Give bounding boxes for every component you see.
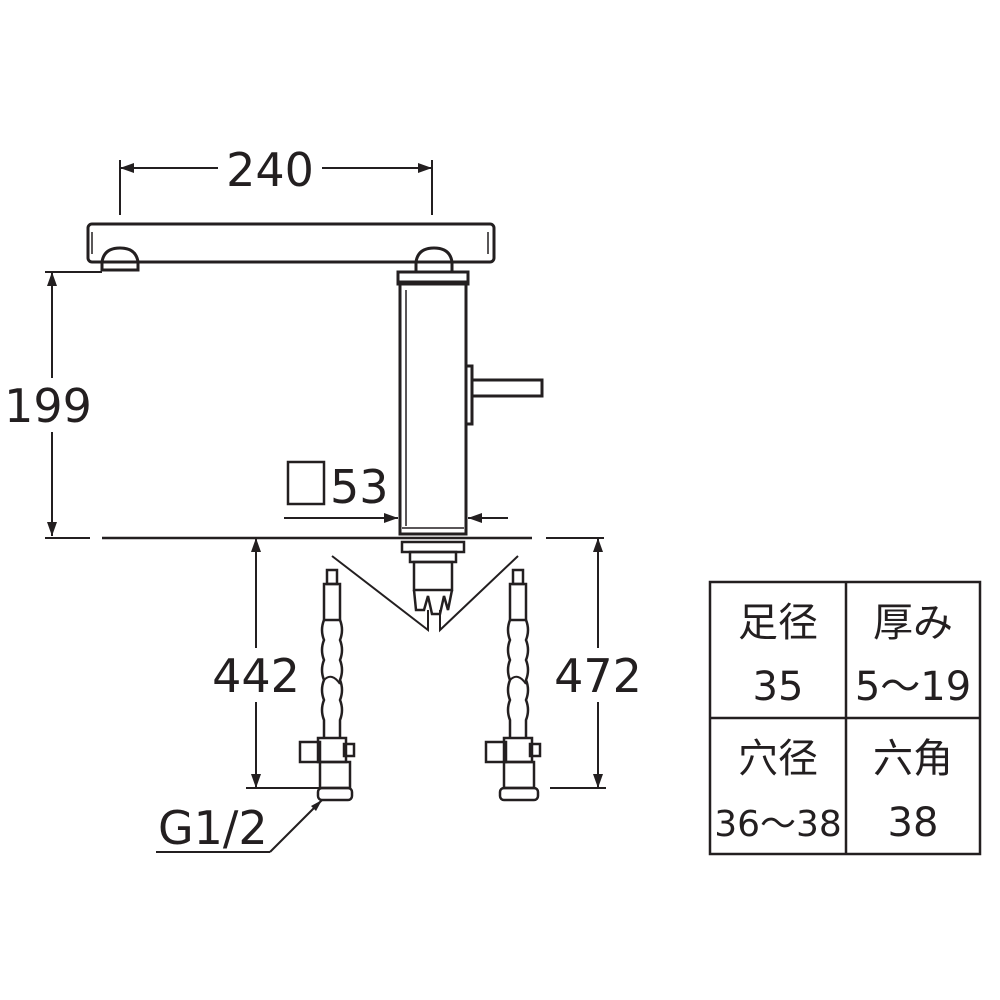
spout-length-label: 240 <box>226 143 314 197</box>
spout-height-dimension: 199 <box>4 271 102 536</box>
mounting-shank <box>400 540 466 616</box>
spec-foot-diameter-label: 足径 <box>738 600 818 646</box>
thread-callout: G1/2 <box>156 799 323 855</box>
thread-label: G1/2 <box>158 801 268 855</box>
spout-length-dimension: 240 <box>119 143 433 215</box>
spec-thickness-label: 厚み <box>873 600 953 646</box>
right-supply-hose <box>484 568 542 802</box>
hose-length-right-label: 472 <box>554 649 642 703</box>
spout-height-label: 199 <box>4 379 92 433</box>
hose-length-right-dimension: 472 <box>550 538 642 789</box>
left-supply-hose <box>298 568 356 802</box>
spec-hex-label: 六角 <box>873 736 953 782</box>
spec-hole-diameter-value: 36～38 <box>714 804 842 845</box>
spec-hex-value: 38 <box>888 800 939 846</box>
lever-handle <box>464 364 544 426</box>
body-square-label: 53 <box>330 460 389 514</box>
spec-hole-diameter-label: 穴径 <box>738 736 818 782</box>
square-symbol <box>286 460 326 506</box>
hose-break-lines <box>331 555 519 633</box>
faucet-body <box>396 270 470 536</box>
body-square-dimension: 53 <box>284 460 508 523</box>
hose-length-left-label: 442 <box>212 649 300 703</box>
spec-table: 足径 35 厚み 5～19 穴径 36～38 六角 38 <box>708 580 982 856</box>
spec-thickness-value: 5～19 <box>855 664 971 710</box>
spec-foot-diameter-value: 35 <box>753 664 804 710</box>
hose-length-left-dimension: 442 <box>212 538 320 789</box>
spout <box>86 222 496 274</box>
